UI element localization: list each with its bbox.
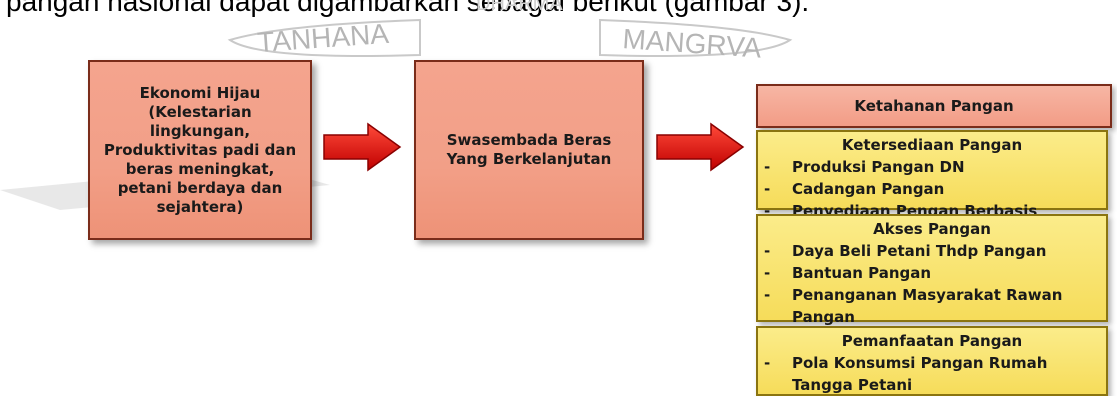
dash-marker: - (764, 286, 771, 304)
box-pemanfaatan-pangan: Pemanfaatan Pangan - Pola Konsumsi Pangan… (756, 326, 1108, 396)
right-arrow-icon (656, 122, 745, 172)
list-item: - Pola Konsumsi Pangan Rumah Tangga Petan… (764, 352, 1100, 396)
dash-marker: - (764, 242, 771, 260)
watermark-left: TANHANA (256, 18, 390, 58)
list-item-text: Daya Beli Petani Thdp Pangan (792, 242, 1047, 260)
box-ekonomi-hijau-text: Ekonomi Hijau (Kelestarian lingkungan, P… (103, 83, 297, 216)
pemanfaatan-title: Pemanfaatan Pangan (841, 332, 1023, 350)
list-item-text: Penanganan Masyarakat Rawan Pangan (792, 286, 1063, 326)
dash-marker: - (764, 354, 771, 372)
list-item-text: Pola Konsumsi Pangan Rumah Tangga Petani (792, 354, 1048, 394)
list-item: - Daya Beli Petani Thdp Pangan (764, 240, 1100, 262)
watermark-right: MANGRVA (622, 23, 763, 64)
box-swasembada-beras: Swasembada Beras Yang Berkelanjutan (414, 60, 644, 240)
ketersediaan-title: Ketersediaan Pangan (841, 136, 1023, 154)
list-item-text: Produksi Pangan DN (792, 158, 965, 176)
list-item-text: Cadangan Pangan (792, 180, 945, 198)
header-text: pangan nasional dapat digambarkan sebaga… (6, 0, 810, 17)
list-item: - Cadangan Pangan (764, 178, 1100, 200)
list-item-text: Bantuan Pangan (792, 264, 932, 282)
akses-title: Akses Pangan (873, 220, 991, 238)
box-ketersediaan-pangan: Ketersediaan Pangan -Produksi Pangan DN … (756, 130, 1108, 242)
box-swasembada-text: Swasembada Beras Yang Berkelanjutan (446, 131, 612, 168)
box-ketahanan-pangan: Ketahanan Pangan (756, 84, 1112, 128)
box-ekonomi-hijau: Ekonomi Hijau (Kelestarian lingkungan, P… (88, 60, 312, 240)
box-ketahanan-text: Ketahanan Pangan (854, 97, 1014, 115)
dash-marker: - (764, 180, 771, 198)
right-arrow-icon (323, 122, 402, 172)
list-item: - Penanganan Masyarakat Rawan Pangan (764, 284, 1100, 328)
dash-marker: - (764, 202, 771, 220)
dash-marker: - (764, 264, 771, 282)
box-akses-pangan: Akses Pangan - Daya Beli Petani Thdp Pang… (756, 214, 1108, 326)
dash-marker: - (764, 158, 771, 176)
list-item: - Produksi Pangan DN (764, 156, 1100, 178)
list-item: - Bantuan Pangan (764, 262, 1100, 284)
